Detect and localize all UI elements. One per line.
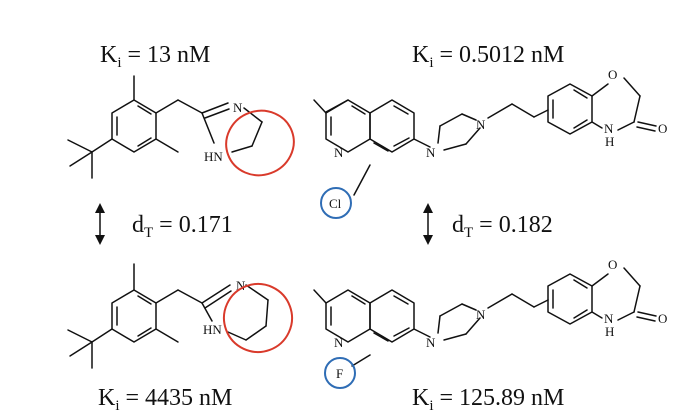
ki-label-bottom-right: Ki = 125.89 nM <box>412 385 564 414</box>
atom-n-pip2-br: N <box>476 307 486 322</box>
ki-label-top-right: Ki = 0.5012 nM <box>412 42 564 71</box>
atom-o-carbonyl-br: O <box>658 311 667 326</box>
atom-h-amide-br: H <box>605 324 614 339</box>
highlight-circle-red-tl <box>225 109 295 177</box>
ki-label-bottom-left: Ki = 4435 nM <box>98 385 232 414</box>
double-arrow-left <box>95 203 105 245</box>
atom-o-ring-br: O <box>608 257 617 272</box>
dt-label-left: dT = 0.171 <box>132 212 233 241</box>
atom-n-pip1-br: N <box>426 335 436 350</box>
dt-label-right: dT = 0.182 <box>452 212 553 241</box>
atom-hn-tl: HN <box>204 149 223 164</box>
atom-n-amide-br: N <box>604 311 614 326</box>
atom-n-pip1-tr: N <box>426 145 436 160</box>
atom-cl: Cl <box>329 196 342 211</box>
atom-f: F <box>336 366 343 381</box>
pyridine-ring-br <box>325 289 371 343</box>
atom-n-pip2-tr: N <box>476 117 486 132</box>
highlight-circle-red-bl <box>223 283 293 353</box>
benzene-ring-tl <box>111 99 157 153</box>
atom-n-bl: N <box>236 278 246 293</box>
molecule-top-left: Ki = 13 nM N HN <box>67 42 295 179</box>
benzoxazinone-benzene-tr <box>547 83 593 135</box>
molecule-top-right: Ki = 0.5012 nM N Cl N N <box>313 42 667 219</box>
benzene-ring-bl <box>111 289 157 343</box>
atom-n-quinoline-tr: N <box>334 145 344 160</box>
atom-o-carbonyl-tr: O <box>658 121 667 136</box>
benzoxazinone-benzene-br <box>547 273 593 325</box>
atom-n-tl: N <box>233 100 243 115</box>
atom-o-ring-tr: O <box>608 67 617 82</box>
highlight-circle-blue-cl <box>320 187 352 219</box>
highlight-circle-blue-f <box>324 357 356 389</box>
molecule-bottom-left: N HN <box>67 263 293 369</box>
atom-h-amide-tr: H <box>605 134 614 149</box>
atom-n-quinoline-br: N <box>334 335 344 350</box>
molecule-bottom-right: N F N N O O N H <box>313 257 667 389</box>
ki-label-top-left: Ki = 13 nM <box>100 42 210 71</box>
atom-n-amide-tr: N <box>604 121 614 136</box>
atom-hn-bl: HN <box>203 322 222 337</box>
double-arrow-right <box>423 203 433 245</box>
